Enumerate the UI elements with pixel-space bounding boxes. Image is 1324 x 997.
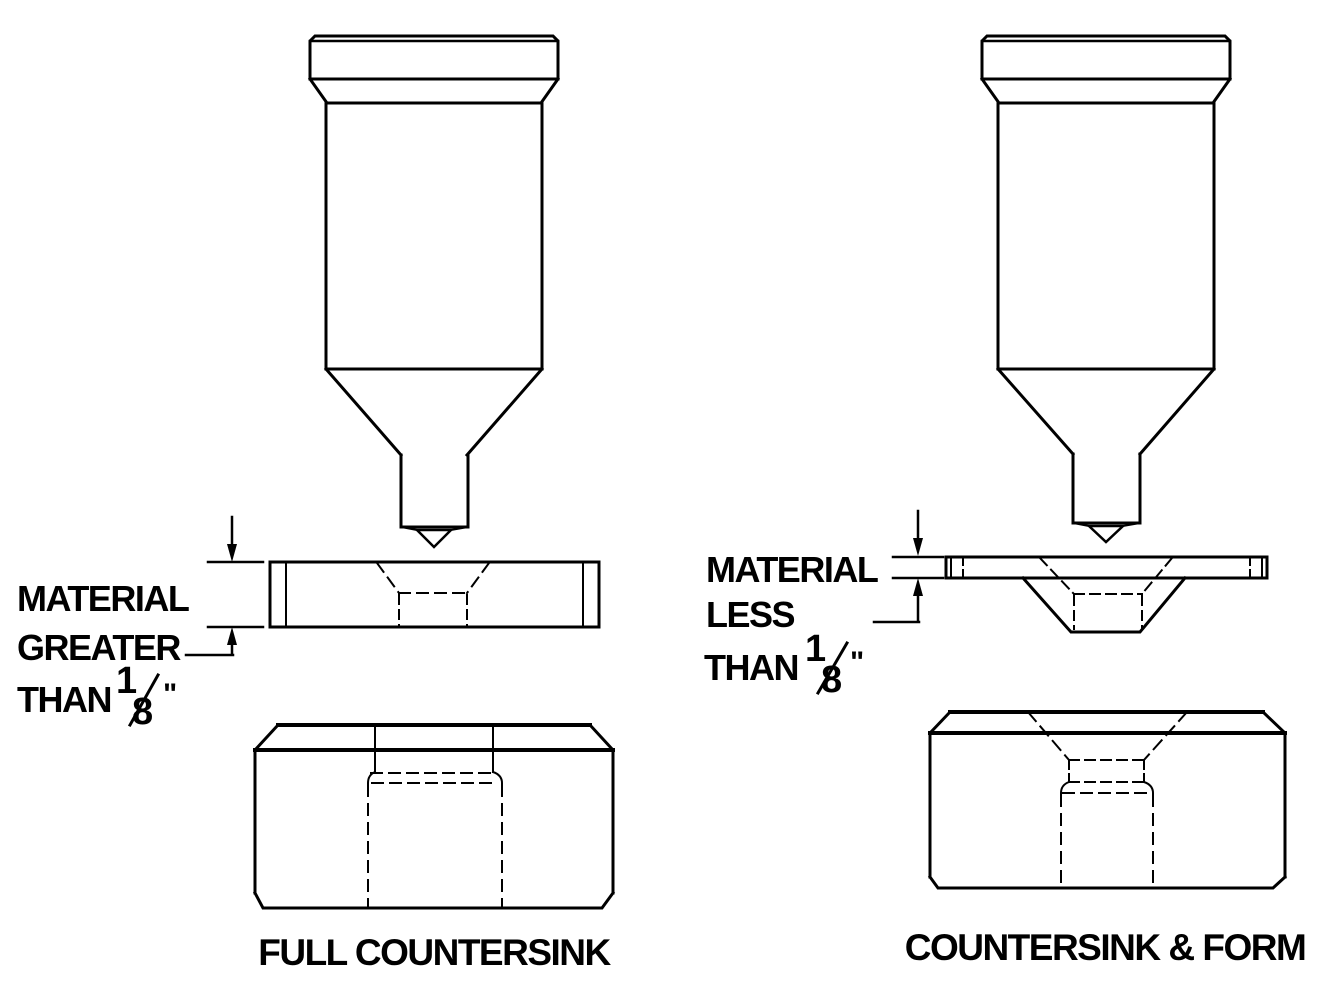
left-fraction-denominator: 8 [132,691,154,733]
left-workpiece-block [252,722,616,910]
right-thickness-dimension [872,509,945,624]
left-material-plate [268,560,601,629]
left-countersink-tool [307,34,561,549]
left-thickness-dimension [184,515,265,657]
right-material-plate [944,555,1269,634]
right-countersink-tool [979,34,1233,544]
right-workpiece-block [927,709,1288,890]
left-material-note-line3: THAN [17,679,112,720]
left-material-note-line2: GREATER [17,627,181,668]
left-fraction-numerator: 1 [116,660,138,702]
right-fraction-slash [815,640,850,696]
right-material-note-line3: THAN [704,647,799,688]
right-fraction-numerator: 1 [805,628,827,670]
right-caption-countersink-and-form: COUNTERSINK & FORM [904,927,1307,968]
left-caption-full-countersink: FULL COUNTERSINK [258,932,611,973]
right-inch-mark: " [850,646,865,679]
left-inch-mark: " [163,678,178,711]
right-material-note-line2: LESS [706,594,796,635]
left-fraction-slash [127,672,161,728]
right-material-note-line1: MATERIAL [706,549,879,590]
right-fraction-denominator: 8 [821,659,843,701]
left-material-note-line1: MATERIAL [17,578,190,619]
